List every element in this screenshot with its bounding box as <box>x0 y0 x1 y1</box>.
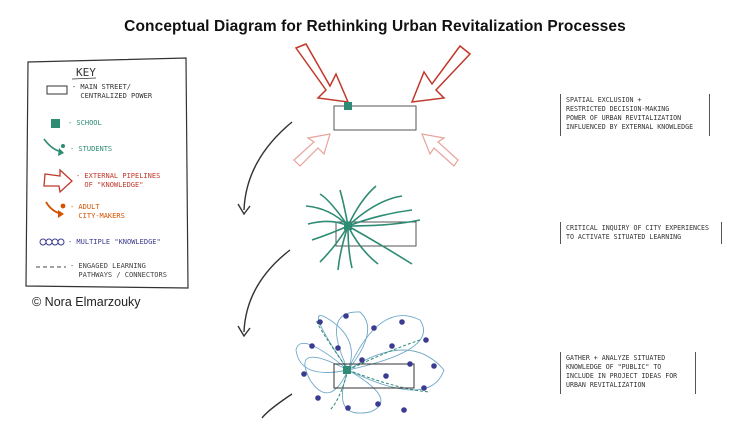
copyright-notice: © Nora Elmarzouky <box>32 295 141 309</box>
stage-inquiry <box>305 185 421 271</box>
red-pipeline-arrow-bottom-right <box>421 133 459 167</box>
key-label-school: - SCHOOL <box>68 119 102 127</box>
key-pipeline-arrow-icon <box>43 168 73 194</box>
school-square <box>344 102 352 110</box>
main-street-rectangle-2 <box>335 221 417 247</box>
stage-exclusion <box>293 43 472 167</box>
connector-curve-1 <box>243 121 293 211</box>
key-rectangle-icon <box>46 85 68 95</box>
key-knowledge-circles-icon <box>39 238 65 246</box>
key-school-icon <box>51 119 60 128</box>
connector-curve-2 <box>243 249 291 333</box>
stage-gather <box>295 311 445 414</box>
red-pipeline-arrow-bottom-left <box>293 133 331 167</box>
note-inquiry: CRITICAL INQUIRY OF CITY EXPERIENCES TO … <box>566 224 709 241</box>
note-gather: GATHER + ANALYZE SITUATED KNOWLEDGE OF "… <box>566 354 678 389</box>
key-heading: KEY <box>76 66 96 79</box>
note-bracket-1 <box>560 94 710 136</box>
main-street-rectangle-3 <box>333 363 415 389</box>
key-label-adults: - ADULT CITY-MAKERS <box>70 203 125 220</box>
note-bracket-3 <box>560 352 696 394</box>
key-label-knowledge: - MULTIPLE "KNOWLEDGE" <box>68 238 161 246</box>
note-bracket-2 <box>560 222 722 244</box>
key-label-main-street: - MAIN STREET/ CENTRALIZED POWER <box>72 83 153 100</box>
red-pipeline-arrow-left <box>294 43 350 103</box>
key-label-pathways: - ENGAGED LEARNING PATHWAYS / CONNECTORS <box>70 262 167 279</box>
key-label-students: - STUDENTS <box>70 145 113 153</box>
red-pipeline-arrow-right <box>410 44 472 103</box>
diagram-title: Conceptual Diagram for Rethinking Urban … <box>124 18 626 35</box>
note-exclusion: SPATIAL EXCLUSION + RESTRICTED DECISION-… <box>566 96 694 131</box>
connector-curve-3 <box>261 393 293 419</box>
key-label-pipelines: - EXTERNAL PIPELINES OF "KNOWLEDGE" <box>76 172 161 189</box>
main-street-rectangle <box>333 105 417 131</box>
